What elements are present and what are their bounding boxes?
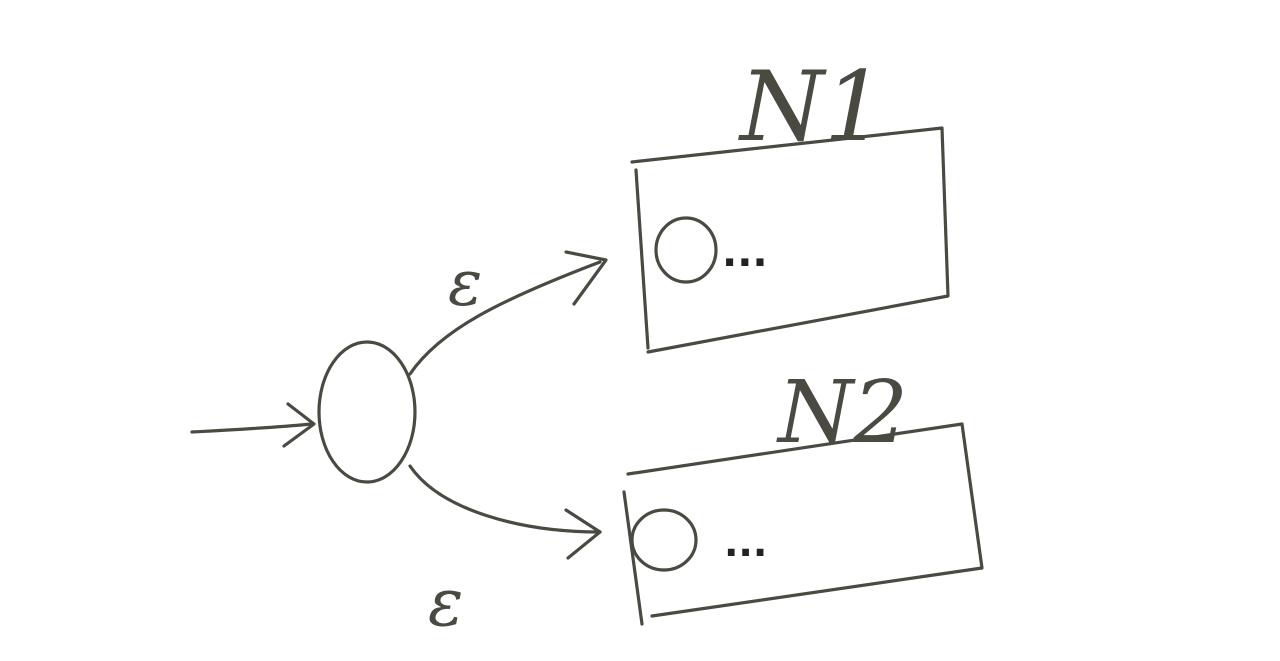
machine-n2: ... [622,422,984,626]
n2-ellipsis: ... [724,521,767,565]
epsilon-label-n2: ε [428,564,463,641]
start-arrow [190,402,316,448]
start-state [317,340,417,484]
n1-ellipsis: ... [722,230,768,276]
n2-label: N2 [776,363,908,463]
n1-label: N1 [738,51,885,163]
transition-to-n1 [408,250,608,376]
n1-start-state [654,216,718,284]
n2-start-state [630,508,698,572]
epsilon-label-n1: ε [448,247,482,321]
machine-n1: ... [630,126,950,354]
transition-to-n2 [408,464,602,560]
